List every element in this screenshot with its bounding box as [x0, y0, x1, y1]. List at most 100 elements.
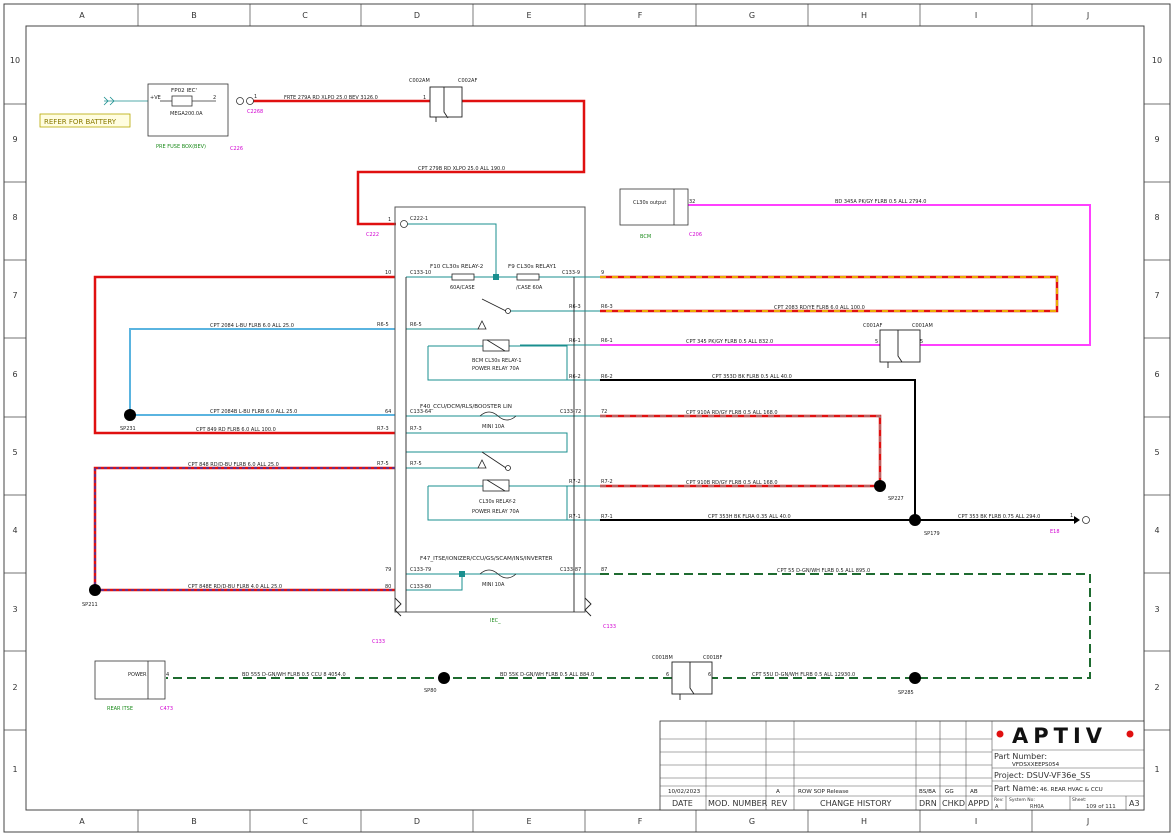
pin-label: 80 — [385, 584, 391, 590]
wire-label: CPT 279B RD XLPO 25.0 ALL 190.0 — [418, 166, 505, 172]
sp227-label: SP227 — [888, 496, 904, 502]
row-label-left: 4 — [12, 526, 17, 535]
col-label-top: D — [414, 11, 420, 20]
splice-sp80 — [438, 672, 450, 684]
fuse-box-name: FP02 IEC' — [171, 88, 197, 94]
pin-label: C133-87 — [560, 567, 581, 573]
row-label-right: 9 — [1154, 135, 1159, 144]
row-label-left: 6 — [12, 370, 17, 379]
fuse-conn-label: C2268 — [247, 109, 263, 115]
rear-itse-pin: 4 — [166, 672, 169, 678]
fuse-symbols — [451, 273, 540, 579]
aptiv-logo: APTIV — [1012, 724, 1107, 748]
wire-label: CPT 848E RD/D-BU FLRB 4.0 ALL 25.0 — [188, 584, 282, 590]
wire-label: CPT 2084B L-BU FLRB 6.0 ALL 25.0 — [210, 409, 297, 415]
col-label-top: G — [749, 11, 755, 20]
col-label-bottom: A — [79, 817, 85, 826]
row-label-left: 9 — [12, 135, 17, 144]
row-label-right: 1 — [1154, 765, 1159, 774]
fuse-box-pin-out: 2 — [213, 95, 216, 101]
relay-symbols — [477, 298, 511, 492]
row-label-right: 5 — [1154, 448, 1159, 457]
col-label-top: F — [638, 11, 643, 20]
sp211-label: SP211 — [82, 602, 98, 608]
logo-dot-right-icon — [1126, 730, 1134, 738]
c002-pin: 1 — [423, 95, 426, 101]
pin-label: R7-3 — [377, 426, 389, 432]
wire-849 — [93, 275, 395, 435]
e18-label: E18 — [1050, 529, 1060, 535]
c222-terminal-icon — [400, 220, 408, 228]
rev-row-history: ROW SOP Release — [798, 789, 849, 795]
bcm-pin: 32 — [689, 199, 695, 205]
fuse-conn-pin: 1 — [254, 94, 257, 100]
sheet-label: Sheet: — [1072, 797, 1087, 803]
col-label-bottom: H — [861, 817, 867, 826]
refer-battery-note[interactable]: REFER FOR BATTERY — [39, 113, 131, 128]
pin-label: R6-1 — [569, 338, 581, 344]
relay1-name: BCM CL30s RELAY-1 — [472, 358, 522, 364]
pin-label: 79 — [385, 567, 391, 573]
grid-column-labels: A B C D E F G H I J A B C D E F G H I J — [79, 11, 1089, 826]
header-chkd: CHKD — [942, 799, 965, 808]
wire-55 — [600, 573, 1091, 679]
c001am-label: C001AM — [912, 323, 933, 329]
wire-2083-stripe — [600, 276, 1058, 312]
wire-label: CPT 910B RD/GY FLRB 0.5 ALL 168.0 — [686, 480, 778, 486]
fuse-box-pin-in: +VE — [150, 95, 161, 101]
pin-label: C133-72 — [560, 409, 581, 415]
wire-848-stripe — [94, 467, 395, 590]
grid-row-labels: 10 9 8 7 6 5 4 3 2 1 10 9 8 7 6 5 4 3 2 … — [10, 56, 1162, 774]
col-label-top: J — [1086, 11, 1089, 20]
wire-910a-stripe — [600, 415, 881, 486]
wire-910a — [600, 414, 882, 486]
c001b-pin: 6 — [708, 672, 711, 678]
rev-label: Rev: — [994, 797, 1004, 803]
header-mod: MOD. NUMBER — [708, 799, 768, 808]
wire-label: CPT 2084 L-BU FLRB 6.0 ALL 25.0 — [210, 323, 294, 329]
iec-label: IEC_ — [490, 618, 501, 624]
rear-itse-block — [94, 660, 166, 700]
wire-2084 — [129, 328, 395, 415]
pin-label: 10 — [385, 270, 391, 276]
pin-label: R6-3 — [569, 304, 581, 310]
col-label-bottom: C — [302, 817, 308, 826]
row-label-left: 2 — [12, 683, 17, 692]
header-history: CHANGE HISTORY — [820, 799, 892, 808]
row-label-left: 10 — [10, 56, 20, 65]
wire-label: CPT 849 RD FLRB 6.0 ALL 100.0 — [196, 427, 276, 433]
row-label-right: 4 — [1154, 526, 1159, 535]
fuse-f47-label: F47_ITSE/IONIZER/CCU/GS/SCAM/INS/INVERTE… — [420, 556, 553, 562]
outer-border — [3, 3, 1171, 833]
wire-label: CPT 345 PK/GY FLRB 0.5 ALL 832.0 — [686, 339, 773, 345]
row-label-right: 2 — [1154, 683, 1159, 692]
row-label-left: 8 — [12, 213, 17, 222]
wire-label: CPT 353 BK FLRB 0.75 ALL 294.0 — [958, 514, 1040, 520]
pin-label: C133-80 — [410, 584, 431, 590]
relay1-type: POWER RELAY 70A — [472, 366, 520, 372]
pin-label: R6-3 — [601, 304, 613, 310]
c001af-label: C001AF — [863, 323, 882, 329]
fuse-f9-rating: /CASE 60A — [516, 285, 543, 291]
system-label: System No: — [1009, 797, 1035, 803]
e18-arrow-icon — [1074, 516, 1080, 524]
pin-label: R6-5 — [410, 322, 422, 328]
sheet-value: 109 of 111 — [1086, 804, 1116, 810]
rev-row-drn: BS/BA — [919, 789, 936, 795]
pin-label: R7-5 — [377, 461, 389, 467]
wire-label: CPT 353D BK FLRB 0.5 ALL 40.0 — [712, 374, 792, 380]
fuse-f47-rating: MINI 10A — [482, 582, 505, 588]
pin-label: 9 — [601, 270, 604, 276]
wire-label: FRTE 279A RD XLPO 25.0 BEV 3126.0 — [284, 95, 378, 101]
c001a-pin: 5 — [875, 339, 878, 345]
header-appd: APPD — [968, 799, 989, 808]
row-label-right: 6 — [1154, 370, 1159, 379]
part-name-label: Part Name: — [994, 784, 1039, 793]
wire-353d — [600, 379, 916, 520]
col-label-bottom: J — [1086, 817, 1089, 826]
wire-c222-internal — [406, 223, 497, 277]
fuse-f10-label: F10 CL30s RELAY-2 — [430, 264, 483, 270]
fuse-f10-rating: 60A/CASE — [450, 285, 475, 291]
grid-ticks — [4, 4, 1170, 832]
